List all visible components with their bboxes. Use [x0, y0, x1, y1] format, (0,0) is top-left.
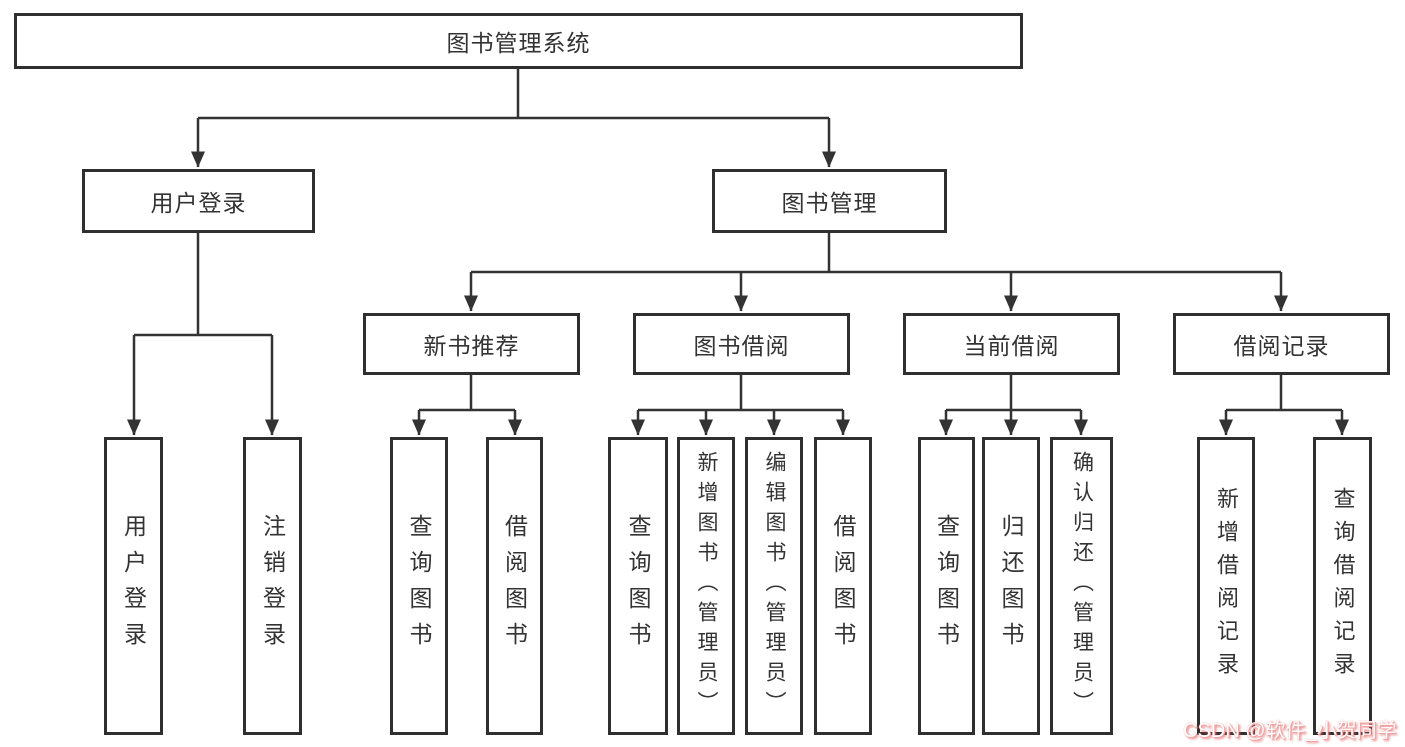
node-label: 图书管理 [781, 190, 878, 216]
node-library-management-system: 图书管理系统 [14, 13, 1023, 69]
leaf-label: 新增借阅记录 [1214, 487, 1239, 685]
leaf-add-borrow-record: 新增借阅记录 [1197, 437, 1255, 735]
leaf-label: 用户登录 [120, 514, 147, 658]
leaf-label: 查询图书 [933, 514, 960, 658]
leaf-label: 查询图书 [625, 514, 651, 658]
node-label: 当前借阅 [963, 333, 1060, 359]
leaf-borrow-books: 借阅图书 [814, 437, 872, 735]
leaf-query-books-current: 查询图书 [918, 437, 975, 735]
leaf-logout: 注销登录 [243, 437, 302, 735]
node-label: 用户登录 [150, 190, 247, 216]
node-label: 新书推荐 [423, 333, 520, 359]
leaf-confirm-return-admin: 确认归还（管理员） [1050, 437, 1113, 735]
node-user-login: 用户登录 [82, 169, 315, 233]
leaf-label: 查询图书 [406, 514, 432, 658]
leaf-add-books-admin: 新增图书（管理员） [677, 437, 735, 735]
leaf-edit-books-admin: 编辑图书（管理员） [745, 437, 803, 735]
csdn-watermark: CSDN @软件_小贺同学 [1183, 720, 1397, 742]
node-borrowing-records: 借阅记录 [1173, 313, 1390, 375]
leaf-query-books-recommend: 查询图书 [390, 437, 448, 735]
leaf-user-login: 用户登录 [104, 437, 163, 735]
node-label: 图书借阅 [693, 333, 790, 359]
leaf-return-books: 归还图书 [982, 437, 1040, 735]
leaf-borrow-books-recommend: 借阅图书 [486, 437, 543, 735]
leaf-label: 归还图书 [998, 514, 1024, 658]
node-label: 图书管理系统 [446, 30, 591, 56]
node-current-borrowing: 当前借阅 [903, 313, 1120, 375]
leaf-query-borrow-record: 查询借阅记录 [1313, 437, 1372, 735]
node-label: 借阅记录 [1233, 333, 1330, 359]
leaf-label: 新增图书（管理员） [695, 451, 718, 721]
node-book-borrowing: 图书借阅 [633, 313, 850, 375]
leaf-label: 编辑图书（管理员） [763, 451, 786, 721]
leaf-label: 注销登录 [259, 514, 286, 658]
leaf-label: 借阅图书 [501, 514, 528, 658]
leaf-label: 确认归还（管理员） [1070, 451, 1094, 721]
leaf-query-books-borrow: 查询图书 [608, 437, 668, 735]
node-book-management: 图书管理 [712, 169, 947, 233]
leaf-label: 借阅图书 [830, 514, 856, 658]
node-new-book-recommendation: 新书推荐 [363, 313, 580, 375]
leaf-label: 查询借阅记录 [1330, 487, 1356, 685]
